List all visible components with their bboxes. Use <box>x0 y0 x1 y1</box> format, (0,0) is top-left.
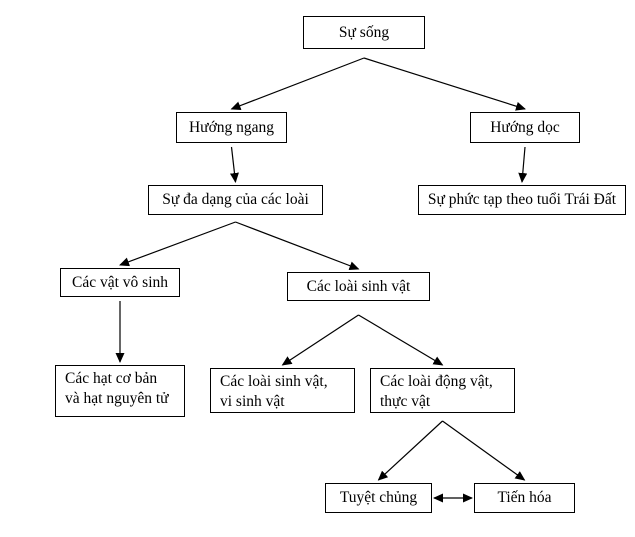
node-huong-ngang: Hướng ngang <box>176 112 287 143</box>
node-label: Hướng ngang <box>188 118 275 136</box>
node-dong-vat-thuc-vat: Các loài động vật, thực vật <box>370 368 515 413</box>
edge-dong-vat-thuc-vat-to-tien-hoa <box>442 420 526 481</box>
edge-su-song-to-huong-ngang <box>230 57 365 110</box>
edge-su-da-dang-to-cac-vat-vo-sinh <box>119 221 236 267</box>
edge-cac-loai-sinh-vat-to-dong-vat-thuc-vat <box>358 314 444 366</box>
node-label: và hạt nguyên tử <box>65 390 169 407</box>
edge-huong-ngang-to-su-da-dang <box>230 146 239 183</box>
edge-huong-doc-to-su-phuc-tap <box>518 146 528 183</box>
node-huong-doc: Hướng dọc <box>470 112 580 143</box>
edge-dong-vat-thuc-vat-to-tuyet-chung <box>377 420 443 481</box>
edge-su-song-to-huong-doc <box>363 57 526 111</box>
node-su-song: Sự sống <box>303 16 425 49</box>
node-label: Tuyệt chủng <box>339 489 418 506</box>
node-label: Các loài sinh vật <box>306 277 411 295</box>
node-label: Sự sống <box>338 23 390 41</box>
node-sinh-vat-vi-sinh-vat: Các loài sinh vật, vi sinh vật <box>210 368 355 413</box>
node-label: Tiến hóa <box>497 489 552 506</box>
node-label: Các vật vô sinh <box>72 273 168 291</box>
node-tuyet-chung: Tuyệt chủng <box>325 483 432 513</box>
node-su-phuc-tap: Sự phức tạp theo tuổi Trái Đất <box>418 185 626 215</box>
node-su-da-dang: Sự đa dạng của các loài <box>148 185 323 215</box>
node-label: Sự phức tạp theo tuổi Trái Đất <box>427 191 617 208</box>
node-label: Các loài sinh vật, <box>220 373 328 390</box>
node-tien-hoa: Tiến hóa <box>474 483 575 513</box>
node-label: Các loài động vật, <box>380 373 493 390</box>
node-label: Hướng dọc <box>490 118 560 136</box>
edge-cac-loai-sinh-vat-to-sinh-vat-vi-sinh-vat <box>281 314 359 366</box>
node-cac-loai-sinh-vat: Các loài sinh vật <box>287 272 430 301</box>
node-label: Sự đa dạng của các loài <box>162 191 309 208</box>
edge-su-da-dang-to-cac-loai-sinh-vat <box>235 221 360 270</box>
node-label: thực vật <box>380 393 431 410</box>
node-cac-vat-vo-sinh: Các vật vô sinh <box>60 268 180 297</box>
node-label: vi sinh vật <box>220 393 285 410</box>
node-cac-hat-co-ban: Các hạt cơ bản và hạt nguyên tử <box>55 365 185 417</box>
node-label: Các hạt cơ bản <box>65 370 158 387</box>
